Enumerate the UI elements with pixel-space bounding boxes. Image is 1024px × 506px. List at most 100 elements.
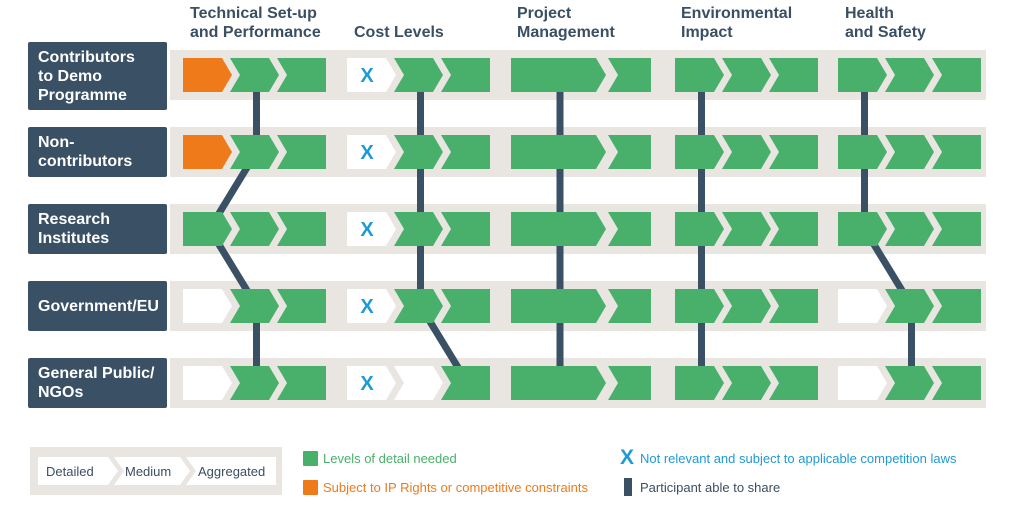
level-aggregated-chevron (769, 135, 818, 169)
level-aggregated-chevron (608, 135, 651, 169)
level-aggregated-chevron (769, 289, 818, 323)
level-detailed-chevron (347, 289, 396, 323)
level-medium-chevron (722, 366, 771, 400)
legend-detail-levels: Detailed Medium Aggregated (30, 447, 282, 495)
level-merged-chevron (511, 135, 606, 169)
level-medium-chevron (885, 58, 934, 92)
not-relevant-x-icon: X (360, 296, 374, 318)
level-aggregated-chevron (441, 289, 490, 323)
level-medium-chevron (885, 212, 934, 246)
level-medium-chevron (230, 135, 279, 169)
level-medium-chevron (885, 366, 934, 400)
level-aggregated-chevron (441, 135, 490, 169)
level-detailed-chevron (675, 135, 724, 169)
legend-chevron-detailed (38, 457, 118, 485)
level-medium-chevron (722, 212, 771, 246)
level-detailed-chevron (347, 366, 396, 400)
level-aggregated-chevron (769, 212, 818, 246)
level-detailed-chevron (183, 212, 232, 246)
not-relevant-x-icon: X (360, 373, 374, 395)
legend-medium-label: Medium (125, 464, 172, 479)
legend-detailed-label: Detailed (46, 464, 94, 479)
level-detailed-chevron (183, 135, 232, 169)
level-merged-chevron (511, 58, 606, 92)
level-aggregated-chevron (608, 366, 651, 400)
legend-orange-text: Subject to IP Rights or competitive cons… (323, 480, 588, 495)
level-detailed-chevron (838, 212, 887, 246)
legend-share-bar-icon (624, 478, 632, 496)
level-detailed-chevron (675, 58, 724, 92)
legend-x-text: Not relevant and subject to applicable c… (640, 451, 957, 466)
level-aggregated-chevron (608, 289, 651, 323)
legend-orange-swatch (303, 480, 318, 495)
level-medium-chevron (230, 58, 279, 92)
level-aggregated-chevron (277, 289, 326, 323)
level-aggregated-chevron (932, 58, 981, 92)
level-aggregated-chevron (441, 366, 490, 400)
row-label-non-contributors: Non- contributors (28, 127, 167, 177)
level-medium-chevron (394, 135, 443, 169)
level-detailed-chevron (838, 366, 887, 400)
legend-chevrons (38, 457, 276, 485)
level-medium-chevron (394, 212, 443, 246)
level-aggregated-chevron (608, 212, 651, 246)
row-label-general-public: General Public/ NGOs (28, 358, 167, 408)
level-detailed-chevron (183, 366, 232, 400)
level-detailed-chevron (347, 212, 396, 246)
level-detailed-chevron (183, 289, 232, 323)
level-merged-chevron (511, 212, 606, 246)
level-aggregated-chevron (277, 58, 326, 92)
legend-aggregated-label: Aggregated (198, 464, 266, 479)
level-medium-chevron (722, 135, 771, 169)
column-header-technical: Technical Set-up and Performance (190, 5, 321, 41)
legend-green-swatch (303, 451, 318, 466)
level-aggregated-chevron (932, 135, 981, 169)
row-label-research-institutes: Research Institutes (28, 204, 167, 254)
not-relevant-x-icon: X (360, 65, 374, 87)
not-relevant-x-icon: X (360, 142, 374, 164)
level-medium-chevron (230, 289, 279, 323)
level-medium-chevron (230, 366, 279, 400)
level-merged-chevron (511, 366, 606, 400)
level-aggregated-chevron (932, 212, 981, 246)
row-label-contributors: Contributors to Demo Programme (28, 42, 167, 110)
level-aggregated-chevron (441, 212, 490, 246)
level-detailed-chevron (675, 212, 724, 246)
level-detailed-chevron (347, 58, 396, 92)
legend-chevron-medium (114, 457, 190, 485)
column-header-environmental: Environmental Impact (681, 5, 793, 41)
level-aggregated-chevron (277, 135, 326, 169)
column-header-cost: Cost Levels (354, 24, 444, 41)
row-label-government-eu: Government/EU (28, 281, 167, 331)
not-relevant-x-icon: X (360, 219, 374, 241)
level-detailed-chevron (838, 135, 887, 169)
level-medium-chevron (394, 58, 443, 92)
level-medium-chevron (230, 212, 279, 246)
level-medium-chevron (885, 135, 934, 169)
level-merged-chevron (511, 289, 606, 323)
level-detailed-chevron (347, 135, 396, 169)
legend-share-text: Participant able to share (640, 480, 781, 495)
level-aggregated-chevron (608, 58, 651, 92)
column-header-project: Project Management (517, 5, 615, 41)
level-aggregated-chevron (441, 58, 490, 92)
level-detailed-chevron (838, 58, 887, 92)
legend-green-text: Levels of detail needed (323, 451, 457, 466)
legend-x-icon: X (620, 446, 635, 469)
level-medium-chevron (394, 289, 443, 323)
level-aggregated-chevron (769, 366, 818, 400)
level-aggregated-chevron (277, 366, 326, 400)
column-header-health: Health and Safety (845, 5, 926, 41)
level-aggregated-chevron (932, 366, 981, 400)
level-medium-chevron (885, 289, 934, 323)
level-aggregated-chevron (277, 212, 326, 246)
level-medium-chevron (394, 366, 443, 400)
legend-chevron-aggregated (186, 457, 276, 485)
level-aggregated-chevron (932, 289, 981, 323)
level-detailed-chevron (675, 366, 724, 400)
level-aggregated-chevron (769, 58, 818, 92)
level-detailed-chevron (183, 58, 232, 92)
level-detailed-chevron (675, 289, 724, 323)
level-detailed-chevron (838, 289, 887, 323)
